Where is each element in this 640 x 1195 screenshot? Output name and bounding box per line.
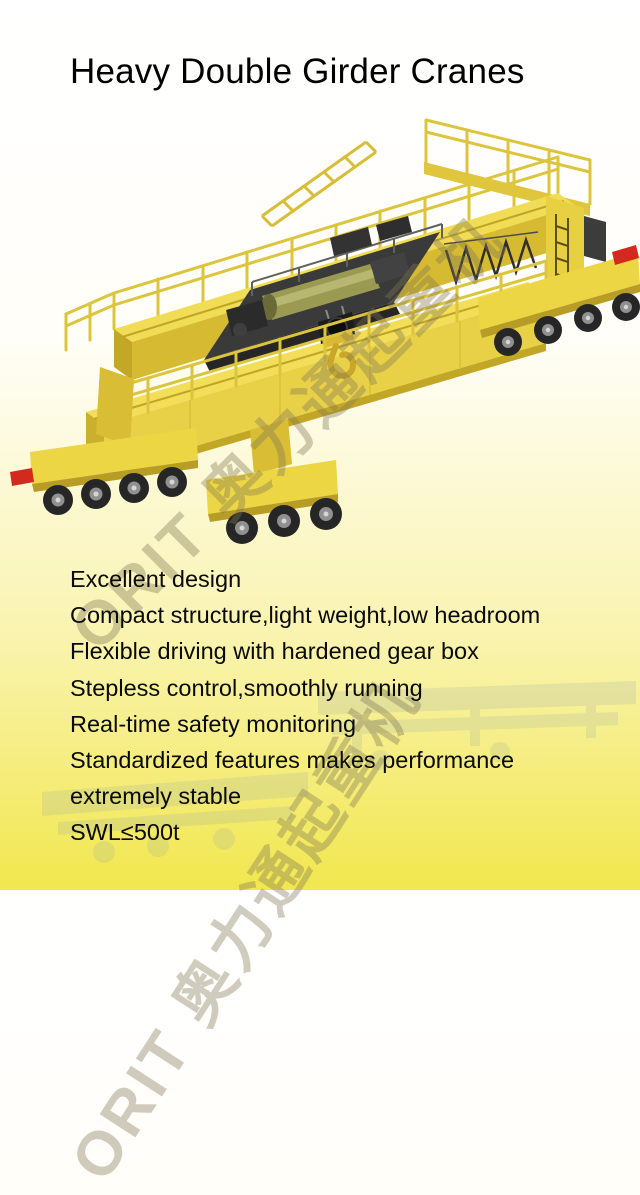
buffer-left [10,468,34,486]
feature-list: Excellent design Compact structure,light… [70,561,540,851]
near-walkway-railing [102,259,548,427]
page-title: Heavy Double Girder Cranes [70,52,525,91]
right-end-carriage [478,245,640,356]
crane-illustration [10,118,640,863]
left-end-carriages [10,367,342,544]
crane-hook [327,343,357,379]
feature-item: Compact structure,light weight,low headr… [70,602,541,629]
end-carriage-wheels-left-near [226,498,342,544]
feature-item: Stepless control,smoothly running [70,674,423,701]
near-girder [86,282,546,481]
feature-item: SWL≤500t [70,819,180,846]
feature-item: Excellent design [70,566,242,592]
crane-body [10,118,640,544]
end-carriage-wheels-left-far [43,467,187,515]
access-stairs [260,140,378,228]
feature-item: extremely stable [70,783,242,810]
end-carriage-wheels-right [494,293,640,356]
product-page: ORIT 奥力通起重机 ORIT 奥力通起重机 Heavy Double Gir… [10,52,640,1192]
buffer-right [612,245,639,265]
festoon-cable [443,231,539,287]
feature-item: Flexible driving with hardened gear box [70,638,479,665]
background-ghost-crane [42,681,636,863]
feature-item: Standardized features makes performance [70,747,515,774]
feature-item: Real-time safety monitoring [70,710,357,737]
